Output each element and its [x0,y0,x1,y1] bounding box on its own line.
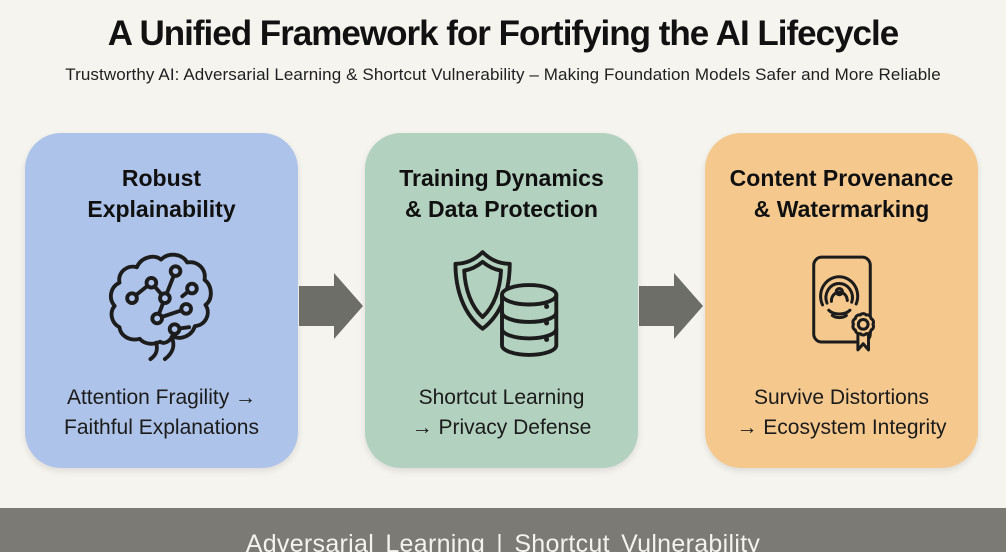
arrow-gap-1 [298,133,365,468]
card-title: Content Provenance & Watermarking [729,165,954,223]
right-arrow-icon [298,272,363,339]
card-caption: Shortcut Learning → Privacy Defense [411,386,592,439]
card-caption: Attention Fragility → Faithful Explanati… [64,386,259,439]
card-training-dynamics: Training Dynamics & Data Protection Shor… [365,133,638,468]
card-title: Training Dynamics & Data Protection [399,165,604,223]
card-content-provenance: Content Provenance & Watermarking Surviv… [705,133,978,468]
card-title: Robust Explainability [87,165,236,223]
page-subtitle: Trustworthy AI: Adversarial Learning & S… [65,65,941,84]
card-robust-explainability: Robust Explainability [25,133,298,468]
arrow-gap-2 [638,133,705,468]
certificate-fingerprint-icon [789,238,895,370]
framework-cards-row: Robust Explainability [25,133,978,468]
card-caption: Survive Distortions → Ecosystem Integrit… [736,386,947,439]
brain-circuit-icon [104,238,220,370]
shield-database-icon [438,238,566,370]
footer-banner: Adversarial Learning | Shortcut Vulnerab… [0,508,1006,552]
header: A Unified Framework for Fortifying the A… [0,0,1006,85]
footer-text: Adversarial Learning | Shortcut Vulnerab… [245,530,761,552]
page-title: A Unified Framework for Fortifying the A… [107,14,899,53]
right-arrow-icon [638,272,703,339]
